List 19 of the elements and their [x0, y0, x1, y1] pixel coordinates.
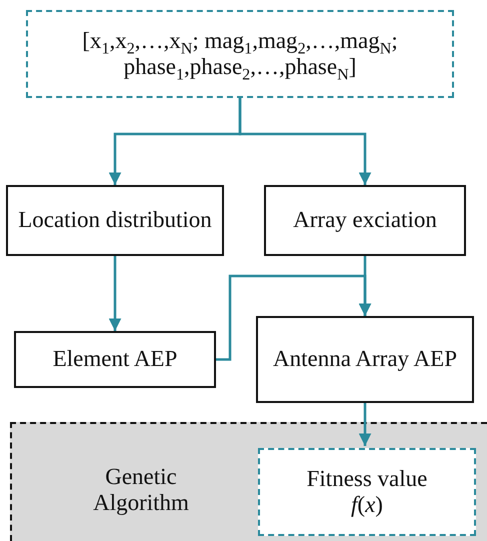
node-text: Antenna Array AEP	[272, 346, 458, 373]
process-box	[14, 331, 216, 388]
process-box	[256, 316, 474, 403]
algorithm-panel	[10, 422, 487, 541]
node-text: [x$_{1}$,x$_{2}$,…,x$_{N}$; mag$_{1}$,mag$_{2}$,…,mag$_{N}$; phase$_{1}$,phase$_{2}$,…,phase$_{N}$]	[81, 28, 399, 80]
node-text: Location distribution	[17, 207, 213, 234]
arrow	[108, 254, 122, 331]
node-text: Array exciation	[292, 207, 438, 234]
process-box	[6, 185, 224, 256]
arrow	[238, 98, 372, 185]
node-text: Element AEP	[52, 346, 178, 373]
fitness-box	[258, 448, 476, 536]
arrow	[358, 402, 372, 446]
process-box	[264, 185, 466, 256]
arrow	[216, 274, 372, 361]
node-text: f(x)	[350, 492, 384, 518]
panel-title: Genetic Algorithm	[92, 464, 190, 517]
node-text: Fitness value	[306, 466, 428, 492]
parameter-vector-box	[26, 10, 454, 98]
